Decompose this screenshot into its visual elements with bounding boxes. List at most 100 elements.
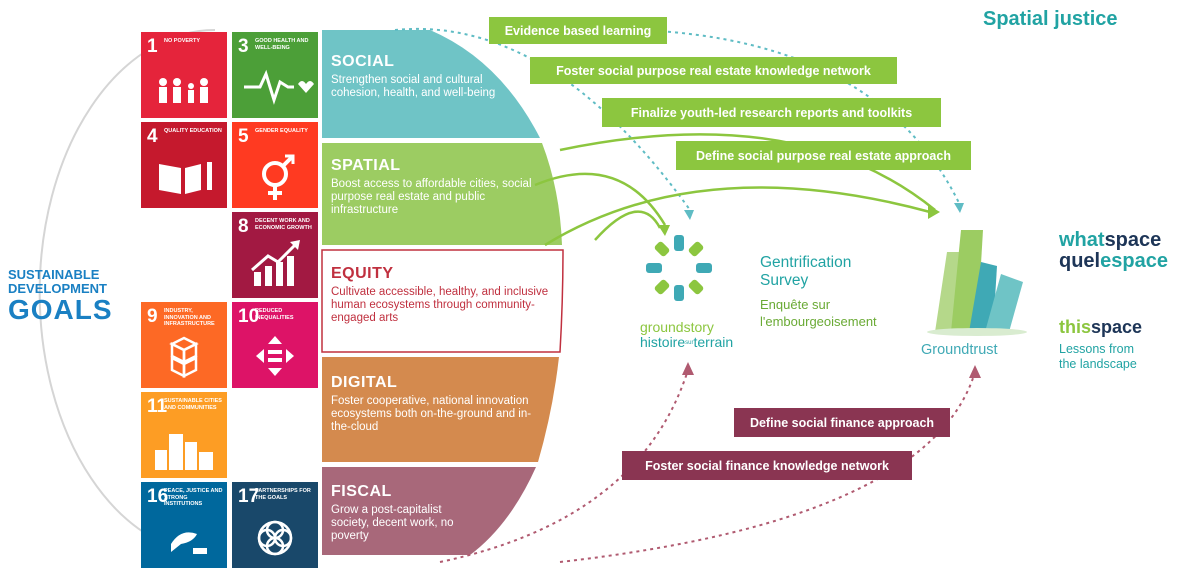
sdg-tile-9: 9 Industry, Innovation and Infrastructur…	[141, 302, 227, 388]
sdg-tile-4: 4 Quality Education	[141, 122, 227, 208]
sdg-tile-label: Reduced Inequalities	[255, 308, 294, 321]
banner-finalize-reports: Finalize youth-led research reports and …	[602, 98, 941, 127]
green-arrow-4	[594, 210, 662, 241]
thisspace-sub2: the landscape	[1059, 357, 1137, 371]
segment-shape-equity	[321, 249, 564, 353]
quelespace-quel: quel	[1059, 250, 1101, 272]
thisspace-sub1: Lessons from	[1059, 342, 1135, 356]
green-arrow-1	[534, 172, 667, 226]
sdg-tile-5: 5 Gender Equality	[232, 122, 318, 208]
groundstory-line1: groundstory	[640, 319, 714, 335]
whatspace-what: what	[1059, 229, 1105, 251]
banner-foster-real-estate-network: Foster social purpose real estate knowle…	[530, 57, 897, 84]
sdg-tile-17: 17 Partnerships for the Goals	[232, 482, 318, 568]
innovation-cubes-icon	[169, 336, 199, 379]
sdg-logo: SUSTAINABLE DEVELOPMENT GOALS	[8, 268, 128, 324]
sdg-tile-number: 3	[238, 36, 249, 57]
sdg-tile-3: 3 Good Health and Well-Being	[232, 32, 318, 118]
thisspace-this: this	[1059, 317, 1092, 337]
sdg-tile-label: Gender Equality	[255, 128, 308, 134]
thisspace-subtitle: Lessons from the landscape	[1059, 342, 1137, 372]
poverty-family-icon	[159, 78, 208, 103]
segment-shape-fiscal	[322, 467, 536, 555]
segment-spatial: SPATIAL Boost access to affordable citie…	[331, 157, 546, 217]
dotted-arrow-finance-groundtrust	[559, 371, 976, 563]
survey-french-line2: l'embourgeoisement	[760, 314, 877, 329]
segment-equity: EQUITY Cultivate accessible, healthy, an…	[331, 265, 556, 325]
dotted-arrow-to-groundstory	[394, 28, 691, 211]
partnership-flower-icon	[257, 520, 293, 556]
survey-french: Enquête sur l'embourgeoisement	[760, 296, 877, 330]
sdg-tile-8: 8 Decent Work and Economic Growth	[232, 212, 318, 298]
whatspace-logo: whatspace quelespace	[1059, 230, 1168, 272]
reduced-inequalities-icon	[256, 336, 294, 376]
sdg-tile-number: 10	[238, 306, 260, 327]
sdg-tile-16: 16 Peace, Justice and Strong Institution…	[141, 482, 227, 568]
segment-shape-social	[322, 30, 540, 138]
groundstory-logo-icon	[646, 235, 712, 301]
banner-evidence-learning: Evidence based learning	[489, 17, 667, 44]
sdg-tile-label: Good Health and Well-Being	[255, 38, 309, 51]
gender-equality-icon	[262, 154, 295, 200]
green-arrow-3	[544, 186, 931, 247]
segment-title: SOCIAL	[331, 53, 395, 70]
gentrification-survey: Gentrification Survey	[760, 254, 851, 290]
segment-digital: DIGITAL Foster cooperative, national inn…	[331, 374, 546, 434]
page-title: Spatial justice	[983, 8, 1118, 30]
survey-title-line2: Survey	[760, 272, 809, 289]
heartbeat-icon	[244, 69, 314, 105]
sdg-circle-arc	[38, 29, 216, 556]
survey-french-line1: Enquête sur	[760, 297, 831, 312]
groundstory-histoire: histoire	[640, 334, 686, 350]
segment-description: Grow a post-capitalist society, decent w…	[331, 504, 454, 542]
dotted-arrow-finance-groundstory	[439, 369, 689, 563]
segment-title: EQUITY	[331, 265, 394, 282]
groundstory-wordmark: groundstory histoiresurterrain	[640, 320, 750, 351]
sdg-logo-line3: GOALS	[8, 294, 113, 325]
segment-shape-spatial	[322, 143, 562, 245]
segment-title: SPATIAL	[331, 157, 401, 174]
sdg-tile-label: No Poverty	[164, 38, 201, 44]
sdg-tile-number: 1	[147, 36, 158, 57]
segment-social: SOCIAL Strengthen social and cultural co…	[331, 53, 511, 100]
sdg-tile-label: Industry, Innovation and Infrastructure	[164, 308, 215, 327]
segment-description: Cultivate accessible, healthy, and inclu…	[331, 286, 549, 324]
sdg-tile-label: Peace, Justice and Strong Institutions	[164, 488, 223, 507]
groundstory-terrain: terrain	[693, 334, 734, 350]
segment-title: DIGITAL	[331, 374, 398, 391]
sdg-tile-11: 11 Sustainable Cities and Communities	[141, 392, 227, 478]
thisspace-space: space	[1091, 317, 1143, 337]
green-arrow-2	[559, 133, 936, 211]
banner-foster-finance-network: Foster social finance knowledge network	[622, 451, 912, 480]
economic-growth-icon	[251, 240, 300, 286]
segment-description: Boost access to affordable cities, socia…	[331, 178, 532, 216]
banner-define-finance-approach: Define social finance approach	[734, 408, 950, 437]
sdg-tile-number: 16	[147, 486, 169, 507]
sdg-tile-label: Decent Work and Economic Growth	[255, 218, 312, 231]
city-buildings-icon	[155, 434, 213, 470]
segment-title: FISCAL	[331, 483, 392, 500]
sdg-tile-number: 17	[238, 486, 260, 507]
sdg-tile-number: 9	[147, 306, 158, 327]
sdg-tile-1: 1 No Poverty	[141, 32, 227, 118]
sdg-tile-label: Quality Education	[164, 128, 222, 134]
banner-define-real-estate-approach: Define social purpose real estate approa…	[676, 141, 971, 170]
survey-title-line1: Gentrification	[760, 254, 852, 271]
segment-description: Strengthen social and cultural cohesion,…	[331, 74, 496, 99]
sdg-tile-number: 4	[147, 126, 158, 147]
groundstory-sur: sur	[685, 339, 694, 346]
segment-description: Foster cooperative, national innovation …	[331, 395, 532, 433]
segment-fiscal: FISCAL Grow a post-capitalist society, d…	[331, 483, 481, 543]
sdg-tile-number: 8	[238, 216, 249, 237]
book-pencil-icon	[159, 162, 212, 194]
quelespace-espace: espace	[1100, 250, 1168, 272]
groundtrust-logo-icon	[927, 230, 1027, 336]
sdg-tile-label: Partnerships for the Goals	[255, 488, 311, 501]
sdg-tile-number: 11	[147, 396, 168, 417]
sdg-tile-10: 10 Reduced Inequalities	[232, 302, 318, 388]
sdg-tile-number: 5	[238, 126, 249, 147]
whatspace-space: space	[1104, 229, 1162, 251]
groundtrust-label: Groundtrust	[921, 342, 998, 358]
